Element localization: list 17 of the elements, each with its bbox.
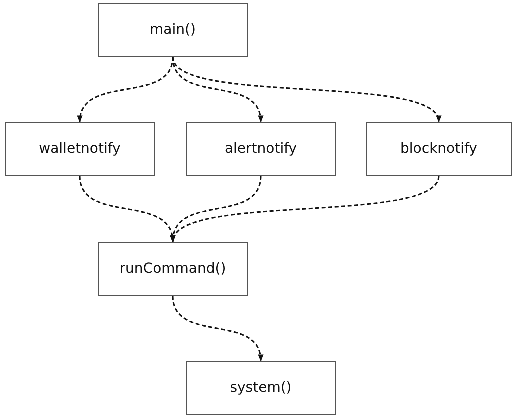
node-label: main() [150,22,196,38]
node-label: blocknotify [400,141,478,157]
dashed-arrow [79,176,175,243]
dashed-arrow [172,296,263,362]
dashed-arrow [78,56,174,123]
process-box [366,122,512,176]
dashed-arrow [172,176,440,243]
node-label: walletnotify [39,141,121,157]
dashed-arrow [172,56,440,123]
process-box [98,242,248,296]
process-box [98,3,248,57]
process-box [5,122,155,176]
node-label: runCommand() [120,261,226,277]
node-label: system() [230,380,292,396]
process-box [186,361,336,415]
node-label: alertnotify [224,141,298,157]
process-box [186,122,336,176]
